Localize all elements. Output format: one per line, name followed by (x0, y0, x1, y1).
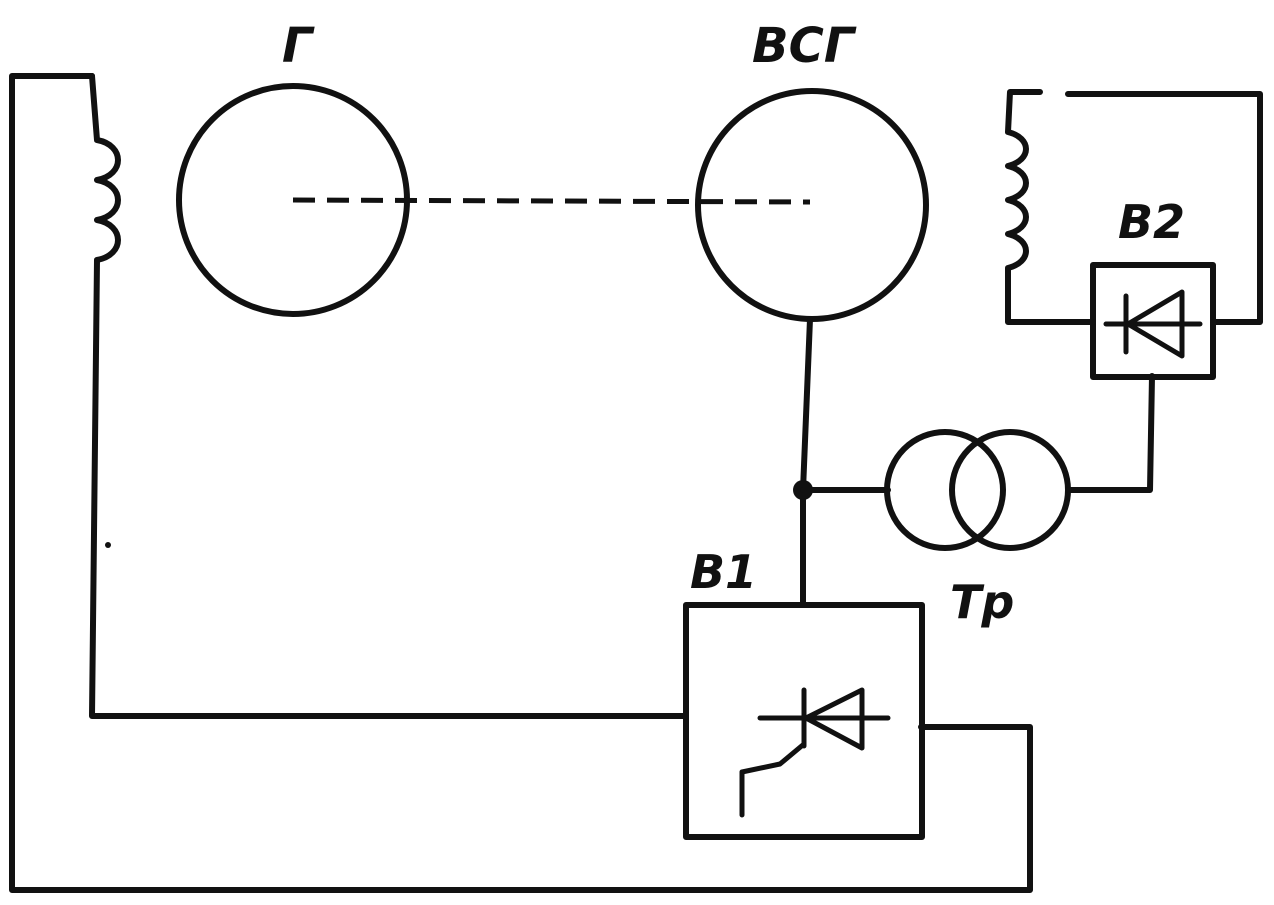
rectifier-b1-label: В1 (690, 545, 757, 599)
thyristor-icon-b1 (739, 687, 891, 818)
exciter-circle (695, 88, 929, 322)
generator-label: Г (282, 18, 315, 74)
transformer-secondary-wire (1065, 373, 1155, 493)
outer-wire-loop (9, 73, 1033, 893)
generator-field-winding (89, 73, 689, 719)
transformer-winding-2 (949, 429, 1071, 551)
rectifier-b2-box (1090, 262, 1216, 380)
transformer-label: Тр (950, 575, 1014, 629)
exciter-field-return-wire (1065, 91, 1263, 325)
exciter-field-winding (1005, 89, 1096, 325)
exciter-label: ВСГ (752, 18, 857, 74)
exciter-output-wire (800, 316, 813, 608)
rectifier-b1-box (683, 602, 925, 840)
common-shaft-dashed (292, 197, 811, 205)
transformer-winding-1 (884, 429, 1006, 551)
diode-icon-b2 (1103, 289, 1203, 359)
stray-dot (105, 542, 111, 548)
rectifier-b2-label: В2 (1118, 195, 1185, 249)
